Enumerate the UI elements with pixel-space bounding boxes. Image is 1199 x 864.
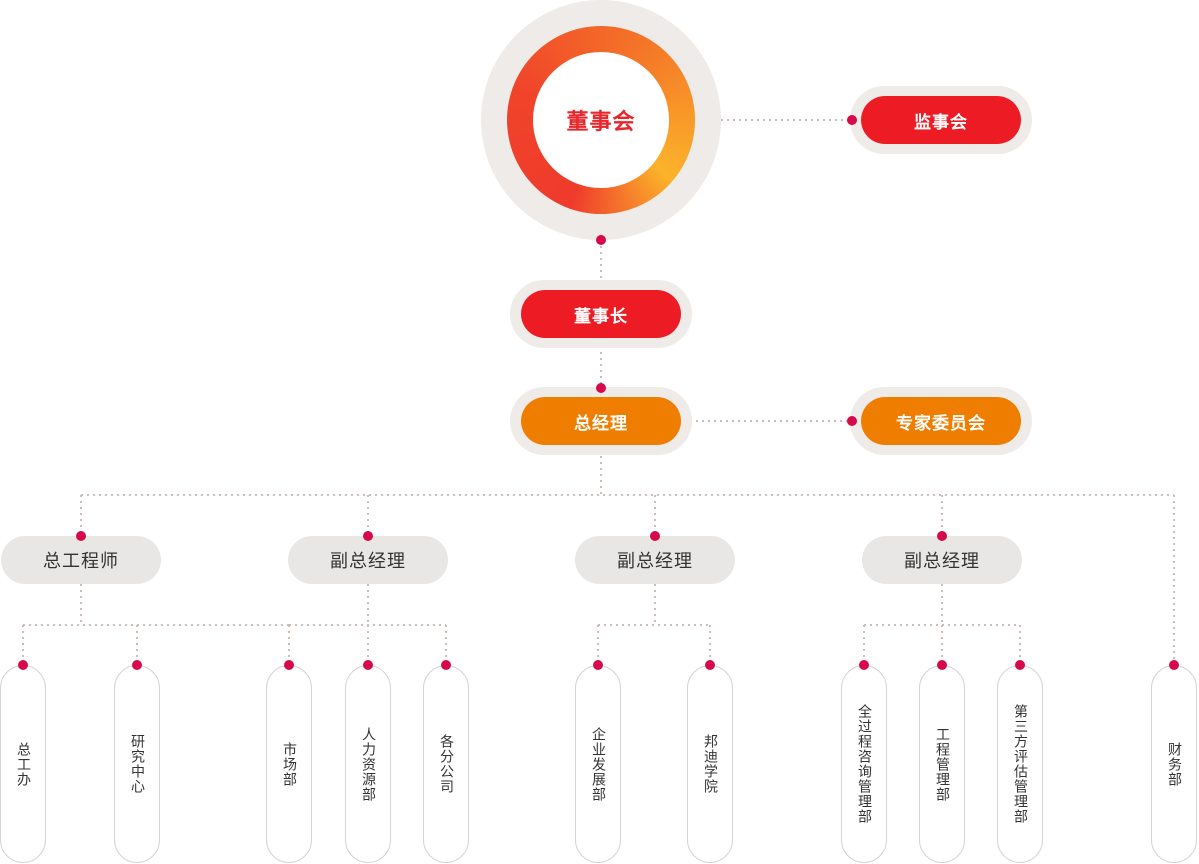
department-label: 财务部 <box>1166 741 1182 787</box>
connector-dot <box>593 660 603 670</box>
connector-dot <box>937 660 947 670</box>
supervisory-board-node: 监事会 <box>861 96 1021 144</box>
connector-dot <box>441 660 451 670</box>
department-label: 各分公司 <box>438 734 454 794</box>
chief-engineer-node: 总工程师 <box>1 536 161 584</box>
chairman-node: 董事长 <box>521 290 681 338</box>
department-label: 全过程咨询管理部 <box>856 704 872 824</box>
department-capsule: 市场部 <box>266 665 312 863</box>
general-manager-node: 总经理 <box>521 397 681 445</box>
department-label: 工程管理部 <box>934 726 950 802</box>
connector-dot <box>596 235 606 245</box>
department-capsule: 各分公司 <box>423 665 469 863</box>
board-label: 董事会 <box>566 110 636 135</box>
connector-dot <box>937 531 947 541</box>
connector-dot <box>132 660 142 670</box>
department-label: 企业发展部 <box>590 726 606 802</box>
connector-dot <box>363 660 373 670</box>
connector-dot <box>847 416 857 426</box>
chief-engineer-label: 总工程师 <box>43 551 119 572</box>
deputy-gm-label-1: 副总经理 <box>330 551 406 572</box>
expert-committee-label: 专家委员会 <box>896 413 986 434</box>
department-label: 第三方评估管理部 <box>1012 704 1028 824</box>
connector-dot <box>650 531 660 541</box>
connector-dot <box>596 383 606 393</box>
department-capsule: 邦迪学院 <box>687 665 733 863</box>
connector-dot <box>705 660 715 670</box>
supervisory-board-halo: 监事会 <box>850 86 1032 154</box>
connector-dot <box>847 115 857 125</box>
department-capsule: 企业发展部 <box>575 665 621 863</box>
deputy-gm-label-2: 副总经理 <box>617 551 693 572</box>
general-manager-halo: 总经理 <box>510 387 692 455</box>
board-node: 董事会 <box>533 52 669 188</box>
department-capsule: 研究中心 <box>114 665 160 863</box>
deputy-gm-node-2: 副总经理 <box>575 536 735 584</box>
deputy-gm-node-1: 副总经理 <box>288 536 448 584</box>
supervisory-board-label: 监事会 <box>914 112 968 133</box>
deputy-gm-label-3: 副总经理 <box>904 551 980 572</box>
chairman-halo: 董事长 <box>510 280 692 348</box>
chairman-label: 董事长 <box>574 306 628 327</box>
department-label: 邦迪学院 <box>702 734 718 794</box>
department-capsule: 第三方评估管理部 <box>997 665 1043 863</box>
general-manager-label: 总经理 <box>574 413 628 434</box>
department-capsule: 总工办 <box>0 665 46 863</box>
department-capsule: 工程管理部 <box>919 665 965 863</box>
department-label: 市场部 <box>281 741 297 787</box>
department-capsule: 人力资源部 <box>345 665 391 863</box>
department-label: 研究中心 <box>129 734 145 794</box>
connector-dot <box>284 660 294 670</box>
expert-committee-halo: 专家委员会 <box>850 387 1032 455</box>
department-label: 总工办 <box>15 741 31 787</box>
connector-dot <box>1169 660 1179 670</box>
connector-dot <box>859 660 869 670</box>
expert-committee-node: 专家委员会 <box>861 397 1021 445</box>
connector-dot <box>76 531 86 541</box>
connector-dot <box>363 531 373 541</box>
department-capsule: 全过程咨询管理部 <box>841 665 887 863</box>
department-capsule: 财务部 <box>1151 665 1197 863</box>
deputy-gm-node-3: 副总经理 <box>862 536 1022 584</box>
department-label: 人力资源部 <box>360 726 376 802</box>
connector-dot <box>1015 660 1025 670</box>
connector-dot <box>18 660 28 670</box>
